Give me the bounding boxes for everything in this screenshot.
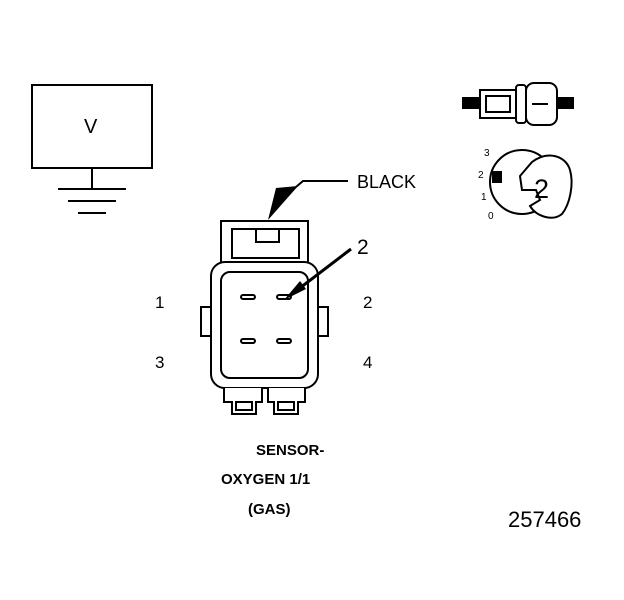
knob-scale-2: 2 [478, 170, 484, 181]
terminal-1 [240, 294, 256, 300]
terminal-4 [276, 338, 292, 344]
pin-2-arrowhead [284, 281, 306, 300]
inset-connector-side-view [462, 82, 574, 126]
inset-plug-window [485, 95, 511, 113]
connector-body [200, 220, 329, 415]
knob-scale-0: 0 [488, 211, 494, 222]
pin-2-callout: 2 [357, 236, 369, 259]
connector-side-lock-left [200, 306, 212, 337]
foot-slot-right [277, 401, 295, 411]
caption-line-2: OXYGEN 1/1 [221, 471, 311, 488]
voltmeter-label: V [84, 116, 98, 138]
connector-side-lock-right [317, 306, 329, 337]
knob-scale-3: 3 [484, 148, 490, 159]
black-arrowhead [268, 186, 298, 220]
caption-line-3: (GAS) [248, 501, 291, 518]
knob-lever [518, 154, 573, 219]
knob-position-marker [492, 171, 502, 183]
pin-number-2: 2 [363, 293, 373, 312]
pin-number-4: 4 [363, 353, 373, 372]
connector-latch-tab [255, 228, 280, 243]
terminal-3 [240, 338, 256, 344]
pin-number-1: 1 [155, 293, 165, 312]
figure-id: 257466 [508, 507, 582, 532]
voltmeter-symbol [31, 84, 153, 214]
caption-line-1: SENSOR- [256, 442, 325, 459]
pin-2-pointer [284, 247, 352, 300]
pin-2-pointer-line [295, 247, 352, 293]
inset-selector-knob [489, 149, 573, 219]
inset-plug-flange [515, 84, 527, 124]
knob-scale-1: 1 [481, 192, 487, 203]
wire-color-label: BLACK [357, 172, 417, 192]
pin-number-3: 3 [155, 353, 165, 372]
black-leader [268, 180, 348, 220]
foot-slot-left [235, 401, 253, 411]
knob-number-badge: 2 [534, 174, 550, 204]
